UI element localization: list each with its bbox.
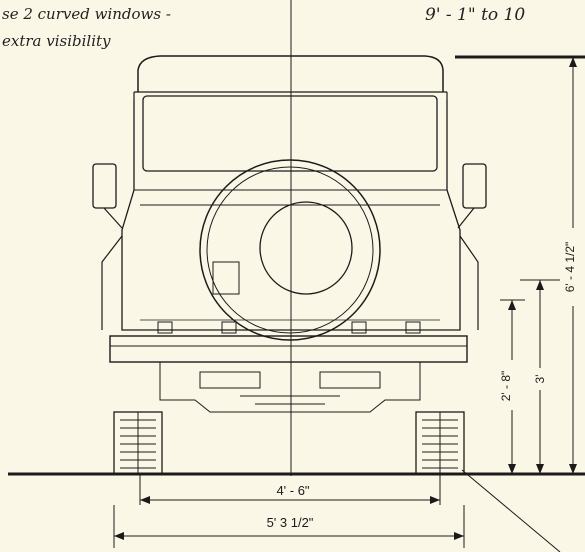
overall-width-label-bg	[250, 514, 330, 530]
overall-width-arrow-right	[454, 532, 464, 540]
step-height-label: 2' - 8"	[499, 371, 513, 402]
tail-light-right-outer	[405, 321, 421, 334]
track-width-arrow-right	[430, 496, 440, 504]
note-extra-visibility: extra visibility	[2, 32, 111, 50]
roof	[137, 55, 444, 92]
overall-width-arrow-left	[114, 532, 124, 540]
bed-height-arrow-top	[536, 280, 544, 290]
overall-width-dimension: 5' 3 1/2"	[113, 505, 465, 548]
overall-height-label: 6' - 4 1/2"	[563, 242, 577, 293]
overall-height-dimension: 6' - 4 1/2"	[562, 57, 582, 474]
spare-tire-rim-edge	[206, 166, 374, 334]
axle-lines	[240, 395, 340, 405]
bed-height-label-bg	[533, 368, 547, 390]
undercarriage	[159, 362, 421, 413]
step-height-dimension: 2' - 8"	[499, 299, 525, 474]
step-height-arrow-top	[508, 300, 516, 310]
left-mirror-arm	[103, 207, 123, 229]
track-width-label-bg	[262, 483, 324, 497]
overall-width-label: 5' 3 1/2"	[267, 515, 314, 530]
note-height-range: 9' - 1" to 10	[425, 5, 525, 25]
right-rear-wheel	[415, 411, 465, 475]
track-width-arrow-left	[140, 496, 150, 504]
fenders	[101, 235, 479, 330]
tail-light-left-outer	[157, 321, 173, 334]
license-plate	[212, 261, 240, 295]
spare-tire-hub	[259, 201, 353, 295]
tail-light-left-inner	[221, 321, 237, 334]
leader-line	[461, 469, 561, 552]
bed-height-arrow-bottom	[536, 464, 544, 474]
vehicle-rear-view	[92, 55, 487, 475]
step-height-label-bg	[500, 360, 514, 410]
overall-height-arrow-bottom	[569, 464, 577, 474]
left-rear-wheel	[113, 411, 163, 475]
rear-window	[142, 95, 438, 172]
roof-corners	[133, 92, 448, 100]
bed-height-dimension: 3'	[520, 279, 560, 474]
spare-tire	[199, 159, 381, 341]
overall-height-label-bg	[562, 228, 582, 306]
overall-height-arrow-top	[569, 57, 577, 67]
note-curved-windows: se 2 curved windows -	[2, 5, 171, 23]
track-width-label: 4' - 6"	[276, 483, 309, 498]
step-height-arrow-bottom	[508, 464, 516, 474]
bed-height-label: 3'	[533, 375, 547, 384]
rear-bumper	[109, 335, 468, 363]
left-mirror	[92, 163, 117, 209]
track-width-dimension: 4' - 6"	[139, 474, 441, 505]
right-mirror-arm	[457, 207, 475, 229]
tail-light-right-inner	[351, 321, 367, 334]
differential-housing	[199, 371, 381, 389]
right-mirror	[462, 163, 487, 209]
